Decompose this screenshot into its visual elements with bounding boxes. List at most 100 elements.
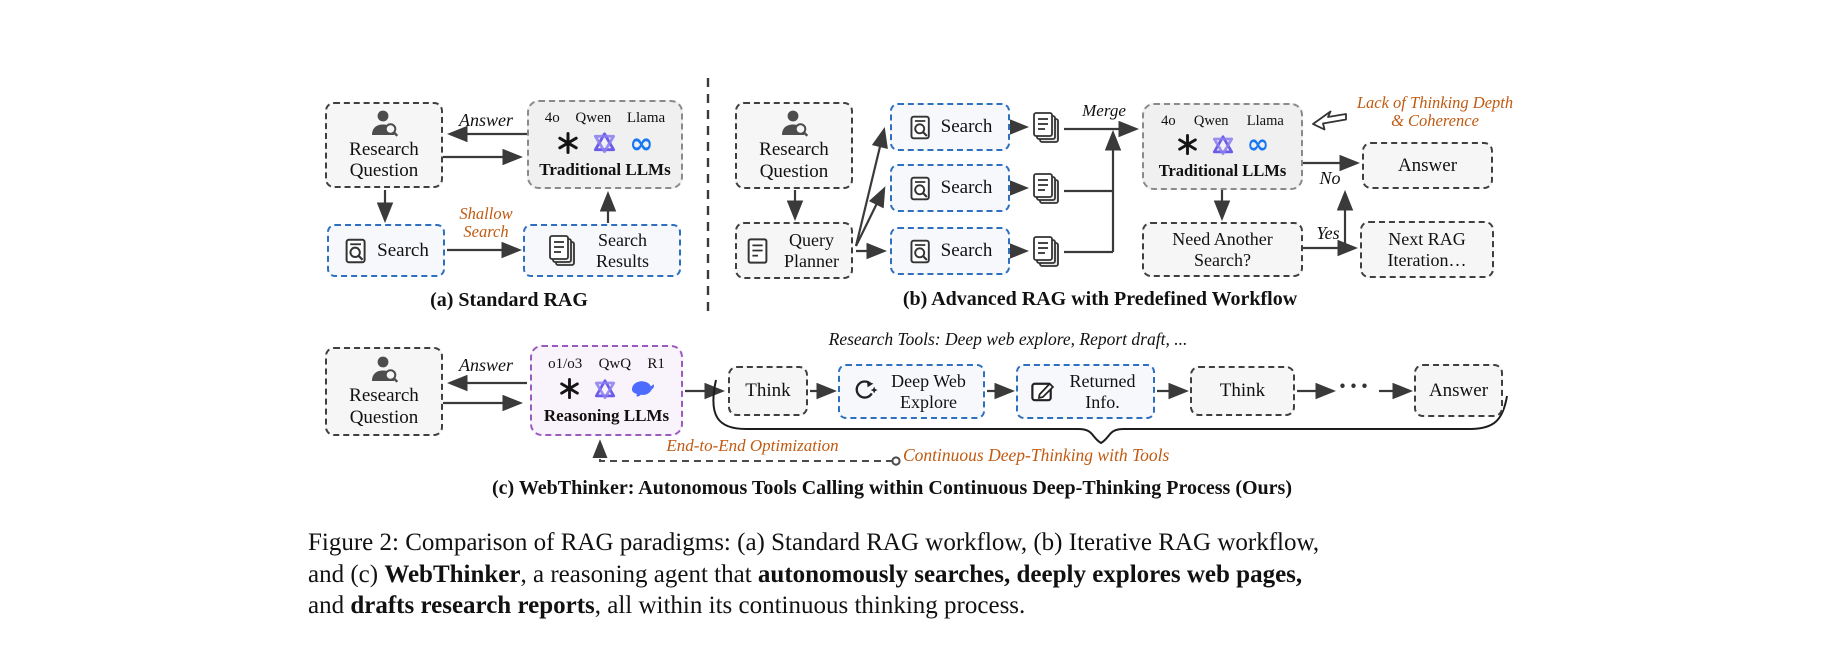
c-think2-label: Think [1219,380,1266,402]
a-research-question-box: Research Question [325,102,443,188]
c-reasoning-llms-label: Reasoning LLMs [543,405,670,425]
a-search-results-label: Search Results [595,230,649,271]
annotation-arrow-icon [1312,110,1347,131]
b-research-question-label: Research Question [759,139,829,182]
b-answer-box: Answer [1362,142,1493,189]
c-model-r1: R1 [647,356,665,373]
b-model-qwen: Qwen [1193,112,1229,129]
b-critique-label: Lack of Thinking Depth & Coherence [1356,93,1514,131]
a-search-box: Search [327,224,445,277]
c-research-tools-label: Research Tools: Deep web explore, Report… [828,329,1188,349]
arrow-b-planner-to-search2 [855,186,886,247]
meta-llama-icon: ∞ [629,125,654,160]
c-deep-web-explore-label: Deep Web Explore [891,371,966,412]
c-llm-icons [558,374,655,404]
planner-doc-icon [747,237,767,264]
a-search-label: Search [377,239,429,261]
c-answer-box: Answer [1414,364,1503,417]
figure-caption-line-3: and drafts research reports, all within … [308,590,1319,622]
search-doc-icon [345,238,366,263]
search-doc-icon [910,115,930,139]
openai-icon [558,131,579,154]
feedback-endpoint-dot [891,456,901,466]
c-answer-box-label: Answer [1428,379,1489,401]
a-model-qwen: Qwen [575,110,612,127]
b-search-label-3: Search [940,240,993,262]
person-search-icon [372,356,399,383]
documents-stack-icon [1033,236,1059,267]
c-answer-label: Answer [459,355,513,375]
qwen-icon [594,379,616,399]
b-yes-label: Yes [1316,223,1340,243]
b-query-planner-box: Query Planner [735,222,853,279]
b-doc-result-2 [1030,171,1064,212]
b-caption: (b) Advanced RAG with Predefined Workflo… [902,288,1298,310]
b-search-box-1: Search [890,103,1010,151]
c-think1-box: Think [728,366,808,416]
documents-stack-icon [1033,112,1059,143]
a-model-llama: Llama [626,110,666,127]
caption-text: Figure 2: Comparison of RAG paradigms: (… [308,529,1320,556]
caption-text: , a reasoning agent that [520,560,758,588]
openai-icon [560,378,579,400]
qwen-icon [1212,135,1233,155]
b-no-label: No [1319,168,1341,188]
a-llm-icons: ∞ [556,125,654,160]
a-caption: (a) Standard RAG [430,289,588,311]
b-search-label-1: Search [940,116,993,138]
c-model-qwq: QwQ [598,356,632,373]
c-research-question-box: Research Question [325,347,443,436]
c-deep-web-explore-box: Deep Web Explore [838,364,985,419]
caption-text: , all within its continuous thinking pro… [594,592,1026,619]
b-need-another-search-label: Need Another Search? [1172,229,1273,270]
b-llm-icons: ∞ [1176,130,1269,160]
c-think2-box: Think [1190,366,1295,416]
b-next-rag-iteration-box: Next RAG Iteration… [1360,221,1494,278]
figure-caption-line-1: Figure 2: Comparison of RAG paradigms: (… [308,527,1319,559]
b-need-another-search-box: Need Another Search? [1142,222,1303,277]
caption-text-bold: WebThinker [384,560,521,588]
openai-icon [1177,134,1197,156]
b-answer-label: Answer [1397,154,1458,176]
b-search-label-2: Search [940,177,993,199]
b-search-box-2: Search [890,164,1010,212]
b-next-rag-iteration-label: Next RAG Iteration… [1387,229,1467,270]
c-llm-model-names: o1/o3 QwQ R1 [534,356,679,373]
b-model-llama: Llama [1246,112,1284,129]
figure-caption-line-2: and (c) WebThinker, a reasoning agent th… [308,559,1319,591]
b-doc-result-3 [1030,234,1064,275]
documents-stack-icon [548,234,575,266]
c-returned-info-box: Returned Info. [1016,364,1155,419]
c-model-o1-o3: o1/o3 [548,356,583,373]
person-search-icon [782,110,809,137]
c-research-question-label: Research Question [349,385,419,428]
a-answer-label: Answer [459,110,513,130]
deepseek-whale-icon [631,381,654,397]
underbrace [712,379,1508,445]
c-returned-info-label: Returned Info. [1069,371,1136,412]
b-merge-label: Merge [1082,101,1126,120]
search-doc-icon [910,176,930,200]
b-doc-result-1 [1030,110,1064,151]
arrow-b-planner-to-search1 [854,126,888,247]
a-research-question-label: Research Question [349,138,419,181]
documents-stack-icon [1033,173,1059,204]
b-query-planner-label: Query Planner [784,230,839,271]
search-doc-icon [910,239,930,263]
b-research-question-box: Research Question [735,102,853,189]
returned-info-icon [1030,382,1054,402]
person-search-icon [372,110,399,137]
b-llm-model-names: 4o Qwen Llama [1146,113,1299,129]
caption-text: and [308,592,351,619]
b-search-box-3: Search [890,227,1010,275]
b-traditional-llms-box: 4o Qwen Llama ∞ Traditional LLMs [1142,103,1303,190]
c-end-to-end-label: End-to-End Optimization [666,436,839,455]
arrow-c-feedback-to-llm [592,439,893,462]
c-caption: (c) WebThinker: Autonomous Tools Calling… [492,477,1292,499]
a-shallow-search-label: Shallow Search [459,204,513,242]
a-search-results-box: Search Results [523,224,681,277]
c-continuous-label: Continuous Deep-Thinking with Tools [903,445,1170,465]
a-traditional-llms-box: 4o Qwen Llama ∞ Traditional LLMs [527,100,683,189]
